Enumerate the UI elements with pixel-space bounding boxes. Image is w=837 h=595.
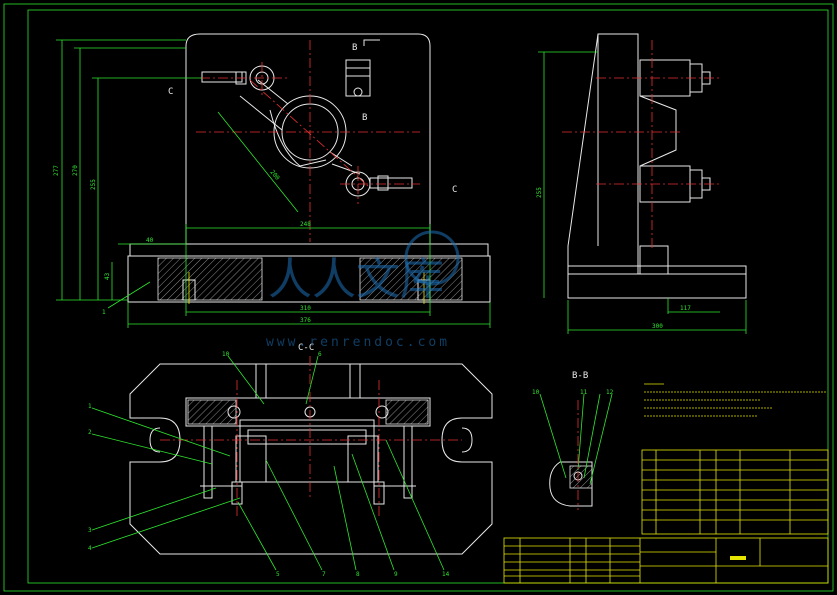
section-bb: [539, 393, 613, 510]
dim-310: 310: [300, 305, 311, 312]
balloon-front-1: 1: [102, 309, 106, 316]
front-view: [56, 33, 491, 328]
balloon-cc-7: 7: [322, 571, 326, 578]
inner-frame: [27, 9, 829, 584]
parts-list-right: [641, 449, 829, 535]
dim-376: 376: [300, 317, 311, 324]
balloon-bb-10: 10: [532, 389, 540, 396]
balloon-cc-5: 5: [276, 571, 280, 578]
view-label-c-right: C: [452, 185, 457, 195]
dim-248-top: 248: [300, 221, 311, 228]
watermark-logo-text: 人人文库: [268, 254, 444, 305]
dim-200: 200: [268, 169, 281, 182]
dim-277: 277: [53, 165, 60, 176]
balloon-cc-14: 14: [442, 571, 450, 578]
side-view: [538, 33, 747, 334]
balloon-cc-8: 8: [356, 571, 360, 578]
balloon-bb-11: 11: [580, 389, 588, 396]
section-bb-label: B-B: [572, 371, 588, 381]
dim-255: 255: [90, 179, 97, 190]
outer-frame: [3, 3, 834, 592]
balloon-cc-10: 10: [222, 351, 230, 358]
dim-side-255: 255: [536, 187, 543, 198]
dim-270: 270: [72, 165, 79, 176]
title-block: [503, 537, 829, 584]
balloon-cc-1: 1: [88, 403, 92, 410]
watermark-url: www.renrendoc.com: [266, 335, 450, 350]
watermark: 人人文库 www.renrendoc.com: [266, 230, 460, 350]
view-label-c-left: C: [168, 87, 173, 97]
dim-40: 40: [146, 237, 154, 244]
balloon-cc-6: 6: [318, 351, 322, 358]
view-label-b-bottom: B: [362, 113, 367, 123]
section-cc-label: C-C: [298, 343, 314, 353]
view-label-b-top: B: [352, 43, 357, 53]
dim-43: 43: [104, 272, 111, 280]
dim-300: 300: [652, 323, 663, 330]
balloon-cc-3: 3: [88, 527, 92, 534]
balloon-bb-12: 12: [606, 389, 614, 396]
section-cc: [91, 355, 493, 571]
dim-117: 117: [680, 305, 691, 312]
technical-notes: [644, 383, 826, 417]
balloon-cc-2: 2: [88, 429, 92, 436]
balloon-cc-4: 4: [88, 545, 92, 552]
balloon-cc-9: 9: [394, 571, 398, 578]
